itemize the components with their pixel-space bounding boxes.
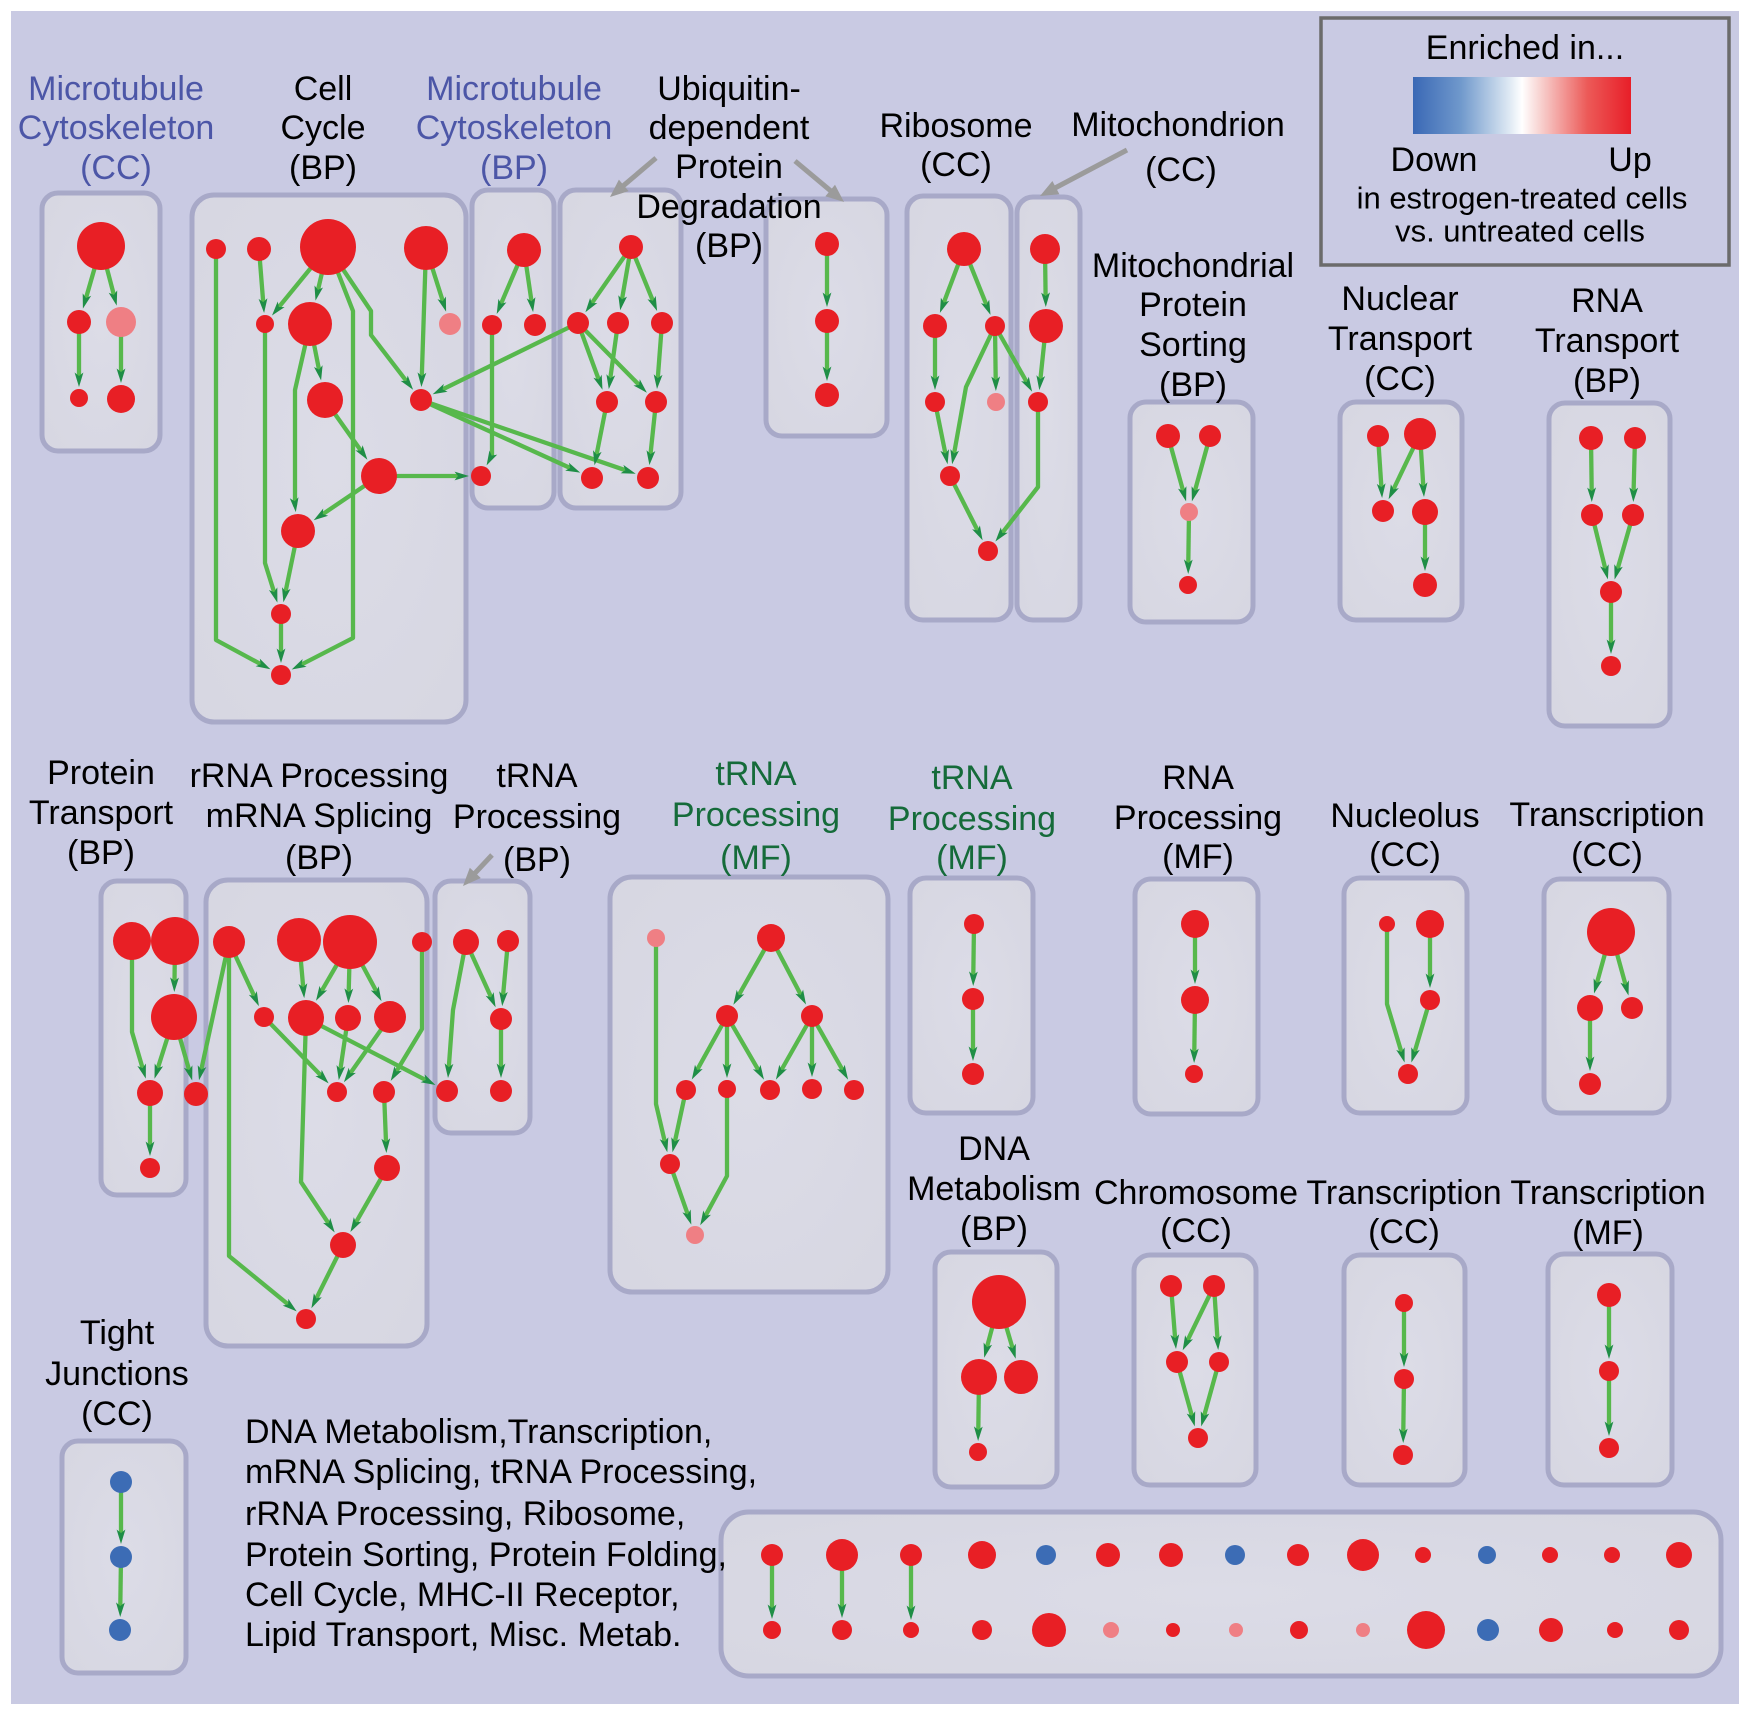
svg-text:Metabolism: Metabolism: [907, 1170, 1081, 1208]
svg-text:Cycle: Cycle: [280, 109, 365, 147]
svg-text:Enriched in...: Enriched in...: [1426, 29, 1624, 67]
svg-text:Down: Down: [1391, 141, 1478, 179]
svg-text:Transport: Transport: [1328, 320, 1473, 358]
svg-text:Nuclear: Nuclear: [1341, 280, 1458, 318]
svg-text:Mitochondrial: Mitochondrial: [1092, 247, 1294, 285]
svg-text:(BP): (BP): [289, 149, 357, 187]
svg-text:(MF): (MF): [936, 839, 1008, 877]
svg-text:(BP): (BP): [285, 839, 353, 877]
svg-text:Processing: Processing: [672, 796, 840, 834]
svg-text:Processing: Processing: [453, 798, 621, 836]
svg-text:(CC): (CC): [920, 146, 992, 184]
svg-text:RNA: RNA: [1162, 759, 1234, 797]
svg-text:(MF): (MF): [1572, 1214, 1644, 1252]
svg-text:Microtubule: Microtubule: [426, 70, 602, 108]
svg-text:rRNA Processing, Ribosome,: rRNA Processing, Ribosome,: [245, 1495, 685, 1533]
svg-text:(CC): (CC): [1571, 836, 1643, 874]
svg-text:Lipid Transport, Misc. Metab.: Lipid Transport, Misc. Metab.: [245, 1616, 682, 1654]
svg-text:Cell Cycle, MHC-II Receptor,: Cell Cycle, MHC-II Receptor,: [245, 1576, 680, 1614]
svg-text:mRNA Splicing: mRNA Splicing: [206, 797, 433, 835]
svg-text:(BP): (BP): [1573, 362, 1641, 400]
svg-text:Transcription: Transcription: [1510, 1174, 1705, 1212]
svg-text:dependent: dependent: [649, 109, 810, 147]
svg-text:DNA: DNA: [958, 1130, 1030, 1168]
svg-text:Transport: Transport: [29, 794, 174, 832]
svg-text:Protein: Protein: [675, 148, 783, 186]
svg-text:vs. untreated cells: vs. untreated cells: [1395, 214, 1645, 249]
svg-text:Tight: Tight: [80, 1314, 155, 1352]
svg-text:(MF): (MF): [1162, 838, 1234, 876]
svg-text:Ubiquitin-: Ubiquitin-: [657, 70, 801, 108]
svg-text:Cytoskeleton: Cytoskeleton: [416, 109, 613, 147]
svg-text:(BP): (BP): [67, 834, 135, 872]
svg-text:Processing: Processing: [1114, 799, 1282, 837]
svg-text:(BP): (BP): [960, 1210, 1028, 1248]
svg-text:tRNA: tRNA: [715, 755, 797, 793]
svg-text:Cell: Cell: [294, 70, 353, 108]
svg-text:(CC): (CC): [1145, 151, 1217, 189]
svg-text:Up: Up: [1608, 141, 1651, 179]
svg-text:in estrogen-treated cells: in estrogen-treated cells: [1357, 181, 1688, 216]
svg-text:Junctions: Junctions: [45, 1355, 189, 1393]
svg-text:Chromosome: Chromosome: [1094, 1174, 1298, 1212]
svg-text:(CC): (CC): [1160, 1212, 1232, 1250]
svg-text:(MF): (MF): [720, 839, 792, 877]
svg-text:RNA: RNA: [1571, 282, 1643, 320]
svg-text:Ribosome: Ribosome: [879, 107, 1032, 145]
svg-text:(BP): (BP): [503, 841, 571, 879]
svg-text:(CC): (CC): [1368, 1213, 1440, 1251]
svg-text:(CC): (CC): [80, 149, 152, 187]
svg-text:(BP): (BP): [695, 227, 763, 265]
svg-text:(BP): (BP): [480, 149, 548, 187]
svg-text:(CC): (CC): [81, 1395, 153, 1433]
svg-text:(CC): (CC): [1364, 360, 1436, 398]
svg-text:Cytoskeleton: Cytoskeleton: [18, 109, 215, 147]
svg-text:Protein Sorting, Protein Foldi: Protein Sorting, Protein Folding,: [245, 1536, 727, 1574]
svg-text:Microtubule: Microtubule: [28, 70, 204, 108]
svg-text:Protein: Protein: [47, 754, 155, 792]
svg-text:(CC): (CC): [1369, 836, 1441, 874]
svg-text:tRNA: tRNA: [496, 757, 578, 795]
svg-text:tRNA: tRNA: [931, 759, 1013, 797]
svg-text:Degradation: Degradation: [636, 188, 821, 226]
svg-text:Processing: Processing: [888, 800, 1056, 838]
svg-text:Protein: Protein: [1139, 286, 1247, 324]
svg-text:rRNA Processing: rRNA Processing: [190, 757, 449, 795]
svg-text:Transport: Transport: [1535, 322, 1680, 360]
svg-text:Nucleolus: Nucleolus: [1330, 797, 1479, 835]
svg-text:Mitochondrion: Mitochondrion: [1071, 106, 1285, 144]
svg-text:DNA Metabolism,Transcription,: DNA Metabolism,Transcription,: [245, 1413, 712, 1451]
svg-text:Transcription: Transcription: [1509, 796, 1704, 834]
svg-text:mRNA Splicing, tRNA Processing: mRNA Splicing, tRNA Processing,: [245, 1453, 757, 1491]
svg-text:Transcription: Transcription: [1306, 1174, 1501, 1212]
svg-text:(BP): (BP): [1159, 366, 1227, 404]
svg-text:Sorting: Sorting: [1139, 326, 1247, 364]
